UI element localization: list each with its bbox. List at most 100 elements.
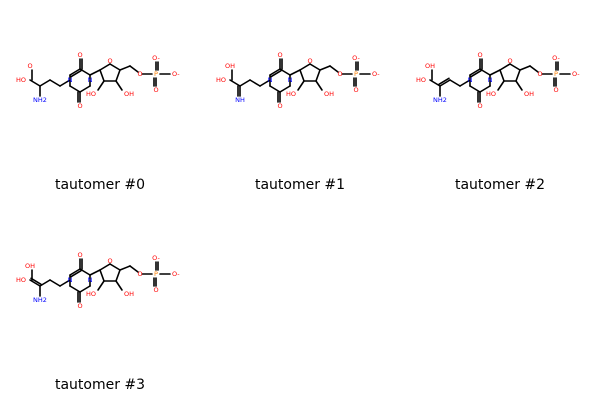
bond-line xyxy=(499,63,511,71)
bond-line xyxy=(129,65,139,73)
atom-label-hydroxyl: HO xyxy=(86,290,96,298)
bond-line xyxy=(509,63,521,71)
bond-line xyxy=(97,80,105,91)
bond-line xyxy=(279,68,291,76)
atom-label-nitrogen: N xyxy=(468,76,473,84)
bond-line xyxy=(515,80,523,91)
atom-label-phosphorus: P xyxy=(154,270,158,278)
atom-label-amine: NH xyxy=(235,96,245,104)
atom-label-oxygen: O xyxy=(137,70,142,78)
atom-label-oxygen: O- xyxy=(152,54,160,62)
bond-line xyxy=(249,79,261,87)
atom-label-oxygen: O xyxy=(107,257,112,265)
bond-line xyxy=(79,268,91,276)
bond-line xyxy=(97,280,105,291)
atom-label-nitrogen: N xyxy=(488,76,493,84)
bond-line xyxy=(309,63,321,71)
bond-line xyxy=(99,263,111,271)
atom-label-phosphorus: P xyxy=(154,70,158,78)
bond-line xyxy=(270,69,282,78)
bond-line xyxy=(229,79,241,87)
atom-label-nitrogen: N xyxy=(68,276,73,284)
atom-label-oxygen: O- xyxy=(352,54,360,62)
atom-label-oxygen: O xyxy=(107,57,112,65)
bond-line xyxy=(469,68,481,76)
bond-line xyxy=(499,69,505,82)
bond-line xyxy=(59,279,71,287)
bond-line xyxy=(99,269,105,282)
bond-line xyxy=(449,79,461,87)
atom-label-oxygen: O xyxy=(137,270,142,278)
atom-label-oxygen: O xyxy=(553,86,558,94)
atom-label-oxygen: O xyxy=(77,251,82,259)
atom-label-oxygen: O xyxy=(477,102,482,110)
bond-line xyxy=(315,80,323,91)
bond-line xyxy=(79,285,91,293)
atom-label-hydroxyl: OH xyxy=(124,290,134,298)
bond-line xyxy=(269,68,281,76)
bond-line xyxy=(529,65,539,73)
bond-line xyxy=(29,79,41,87)
bond-line xyxy=(289,69,301,76)
atom-label-nitrogen: N xyxy=(268,76,273,84)
bond-line xyxy=(269,85,281,93)
bond-line xyxy=(115,69,121,82)
atom-label-oxygen: O- xyxy=(172,70,180,78)
bond-line xyxy=(299,63,311,71)
bond-line xyxy=(129,265,139,273)
bond-line xyxy=(479,85,491,93)
atom-label-oxygen: O xyxy=(353,86,358,94)
tautomer-caption: tautomer #3 xyxy=(54,377,146,393)
atom-label-acid-hydroxyl: HO xyxy=(216,76,226,84)
bond-line xyxy=(279,85,291,93)
atom-label-oxygen: O xyxy=(337,70,342,78)
atom-label-oxygen: O- xyxy=(152,254,160,262)
tautomer-caption: tautomer #1 xyxy=(254,177,346,193)
atom-label-amine: NH2 xyxy=(433,96,447,104)
bond-line xyxy=(319,65,331,71)
bond-line xyxy=(49,279,61,287)
bond-line xyxy=(429,79,441,87)
atom-label-phosphorus: P xyxy=(354,70,358,78)
bond-line xyxy=(315,69,321,82)
bond-line xyxy=(329,65,339,73)
atom-label-amine: NH2 xyxy=(33,96,47,104)
atom-label-acid-oxygen: OH xyxy=(25,262,35,270)
atom-label-hydroxyl: HO xyxy=(286,90,296,98)
bond-line xyxy=(79,68,91,76)
bond-line xyxy=(109,63,121,71)
atom-label-nitrogen: N xyxy=(288,76,293,84)
bond-line xyxy=(299,69,305,82)
atom-label-acid-oxygen: O xyxy=(27,62,32,70)
atom-label-oxygen: O xyxy=(277,102,282,110)
atom-label-phosphorus: P xyxy=(554,70,558,78)
bond-line xyxy=(297,80,305,91)
atom-label-oxygen: O- xyxy=(172,270,180,278)
bond-line xyxy=(469,85,481,93)
bond-line xyxy=(439,79,451,87)
bond-line xyxy=(470,69,482,78)
atom-label-oxygen: O xyxy=(307,57,312,65)
bond-line xyxy=(39,79,51,87)
bond-line xyxy=(459,79,471,87)
atom-label-oxygen: O xyxy=(77,51,82,59)
bond-line xyxy=(479,68,491,76)
atom-label-nitrogen: N xyxy=(88,76,93,84)
tautomer-caption: tautomer #0 xyxy=(54,177,146,193)
bond-line xyxy=(99,63,111,71)
bond-line xyxy=(519,65,531,71)
atom-label-acid-hydroxyl: HO xyxy=(16,276,26,284)
bond-line xyxy=(489,69,501,76)
atom-label-oxygen: O- xyxy=(372,70,380,78)
bond-line xyxy=(259,79,271,87)
atom-label-oxygen: O xyxy=(477,51,482,59)
bond-line xyxy=(109,263,121,271)
bond-line xyxy=(438,77,450,86)
